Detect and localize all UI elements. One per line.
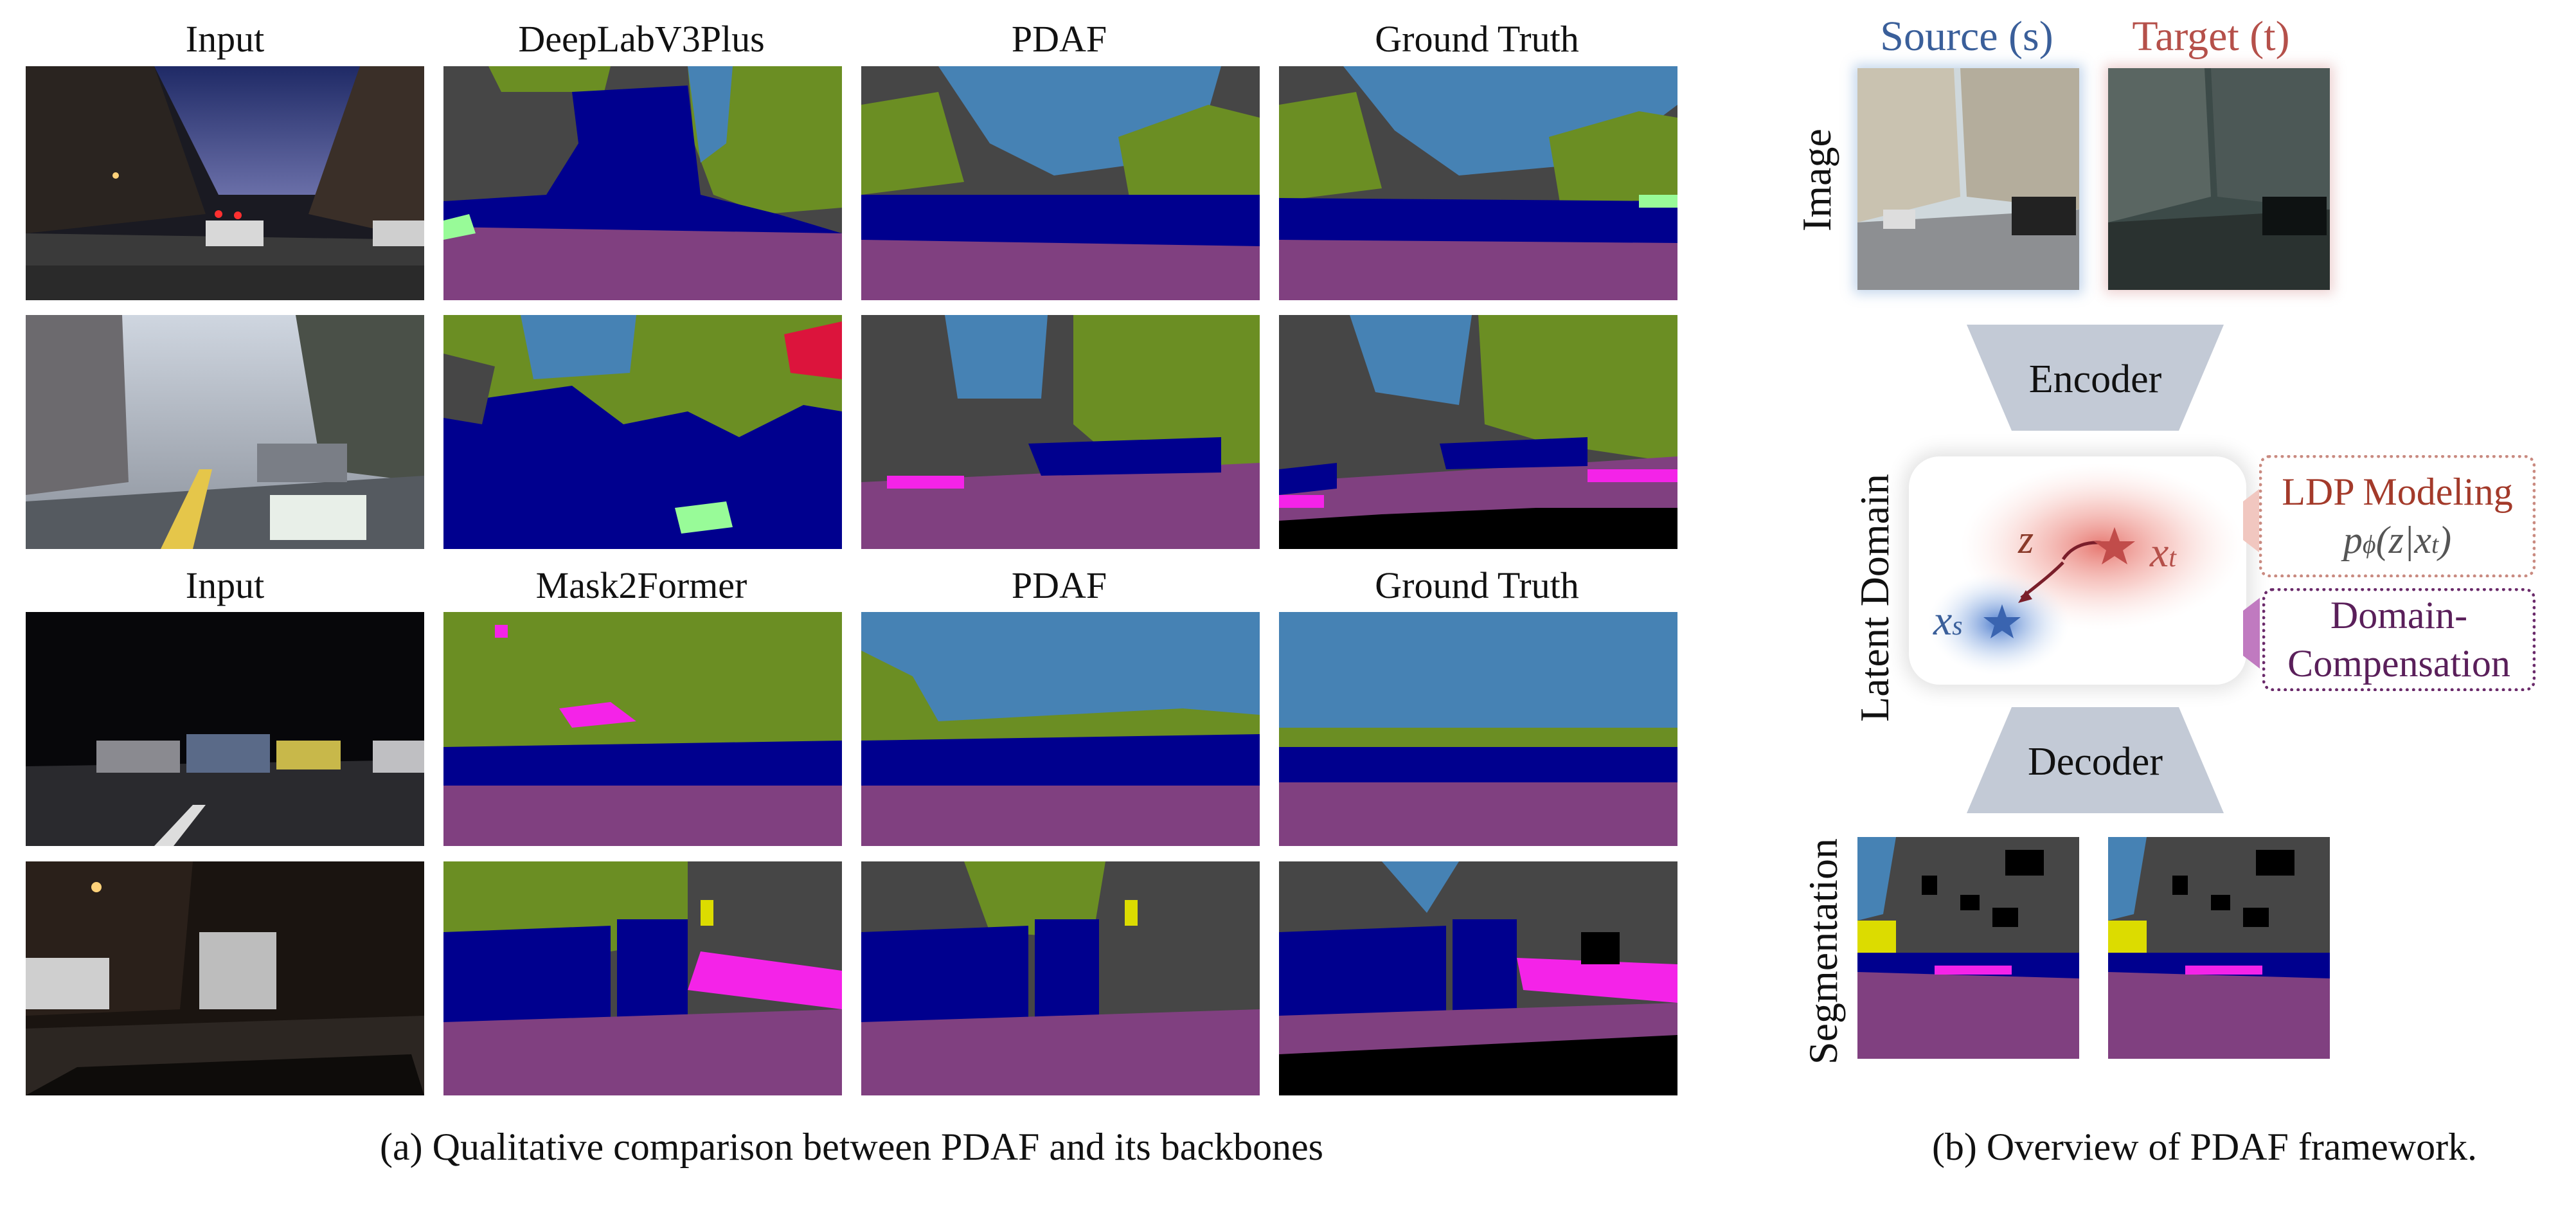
source-label: Source (s) bbox=[1880, 13, 2053, 60]
encoder-trapezoid bbox=[1967, 325, 2224, 431]
source-image bbox=[1857, 68, 2079, 290]
latent-domain-panel bbox=[1909, 456, 2246, 685]
ldp-title: LDP Modeling bbox=[2282, 471, 2513, 513]
input-image-1 bbox=[26, 66, 424, 300]
seg-gt-2 bbox=[1279, 315, 1677, 549]
header-mask2former: Mask2Former bbox=[535, 564, 747, 606]
latent-domain-label: Latent Domain bbox=[1852, 474, 1897, 722]
seg-pdaf-2 bbox=[861, 315, 1260, 549]
ldp-connector bbox=[2243, 489, 2260, 553]
header-input-2: Input bbox=[185, 564, 265, 606]
seg-deeplab-1 bbox=[443, 66, 842, 300]
header-deeplab: DeepLabV3Plus bbox=[518, 18, 765, 60]
input-image-2 bbox=[26, 315, 424, 549]
domain-compensation-box: Domain- Compensation bbox=[2262, 588, 2536, 691]
seg-gt-4 bbox=[1279, 861, 1677, 1095]
dc-line1: Domain- bbox=[2330, 594, 2468, 636]
target-image bbox=[2108, 68, 2330, 290]
latent-z-label: z bbox=[2018, 518, 2034, 562]
header-pdaf-2: PDAF bbox=[1011, 564, 1107, 606]
ldp-formula: pϕ(z|xt) bbox=[2343, 519, 2452, 561]
decoder-trapezoid bbox=[1967, 707, 2224, 813]
seg-pdaf-3 bbox=[861, 612, 1260, 846]
header-pdaf-1: PDAF bbox=[1011, 18, 1107, 60]
header-gt-2: Ground Truth bbox=[1375, 564, 1579, 606]
seg-pdaf-1 bbox=[861, 66, 1260, 300]
image-row-label: Image bbox=[1794, 129, 1839, 231]
input-image-4 bbox=[26, 861, 424, 1095]
encoder-label: Encoder bbox=[2028, 357, 2162, 401]
seg-gt-1 bbox=[1279, 66, 1677, 300]
seg-deeplab-2 bbox=[443, 315, 842, 549]
decoder-label: Decoder bbox=[2028, 740, 2163, 784]
target-label: Target (t) bbox=[2132, 13, 2290, 60]
header-input-1: Input bbox=[185, 18, 265, 60]
ldp-modeling-box: LDP Modeling pϕ(z|xt) bbox=[2259, 455, 2536, 577]
dc-connector bbox=[2243, 598, 2260, 669]
caption-left: (a) Qualitative comparison between PDAF … bbox=[380, 1126, 1323, 1168]
caption-right: (b) Overview of PDAF framework. bbox=[1931, 1126, 2478, 1168]
seg-mask2former-4 bbox=[443, 861, 842, 1095]
segmentation-label: Segmentation bbox=[1800, 838, 1846, 1065]
dc-line2: Compensation bbox=[2287, 642, 2510, 685]
header-gt-1: Ground Truth bbox=[1375, 18, 1579, 60]
seg-gt-3 bbox=[1279, 612, 1677, 846]
seg-pdaf-4 bbox=[861, 861, 1260, 1095]
seg-mask2former-3 bbox=[443, 612, 842, 846]
target-segmentation bbox=[2108, 837, 2330, 1059]
latent-xs-label: xs bbox=[1933, 597, 1963, 644]
input-image-3 bbox=[26, 612, 424, 846]
source-segmentation bbox=[1857, 837, 2079, 1059]
latent-xt-label: xt bbox=[2150, 529, 2176, 576]
